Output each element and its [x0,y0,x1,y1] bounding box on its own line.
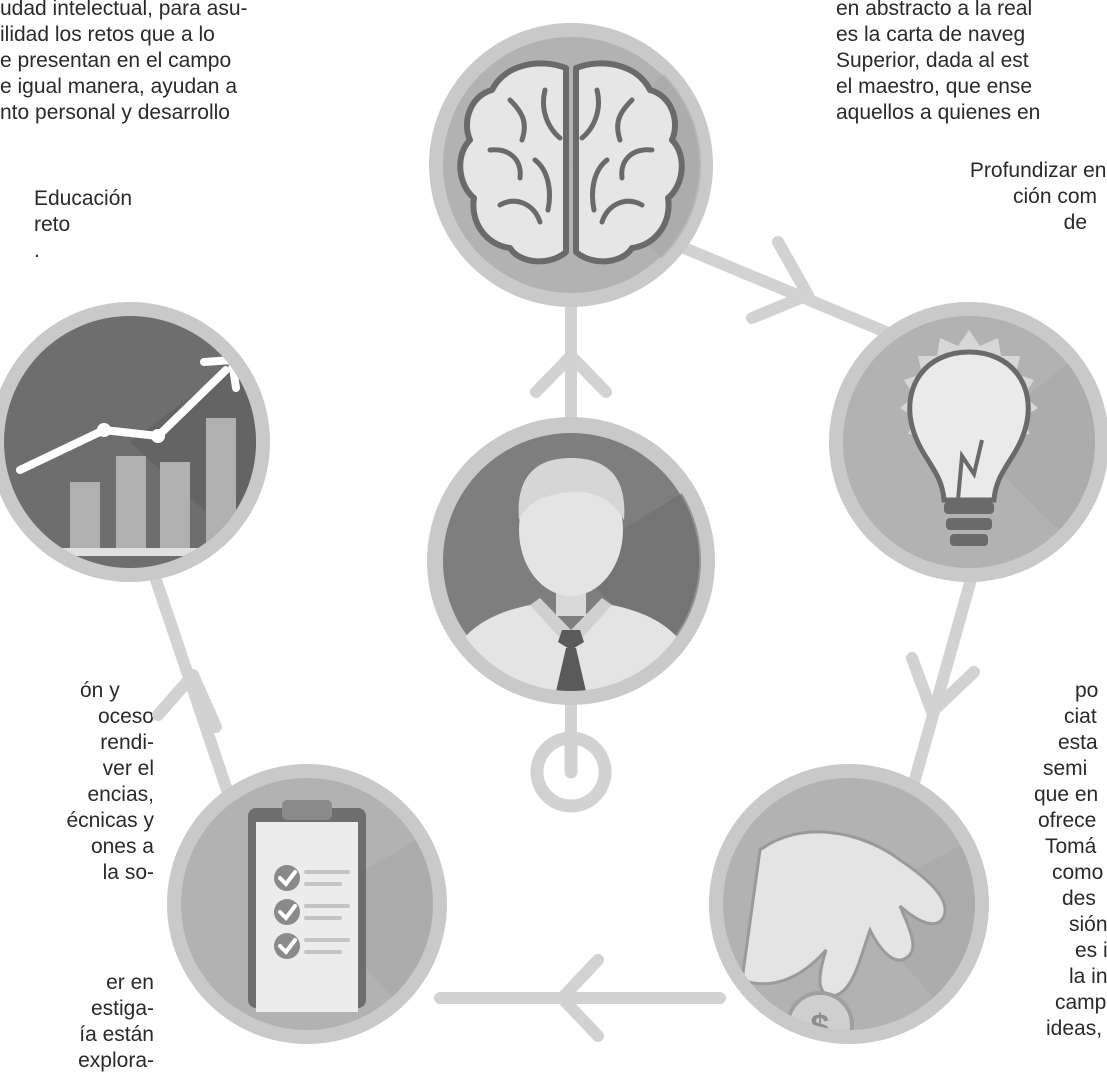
text-line: es in [1075,939,1107,962]
text-line: ver el [102,757,154,780]
text-line: po [1075,679,1099,702]
text-line: semi [1043,757,1088,780]
text-line: ofrece [1038,809,1097,832]
text-line: nto personal y desarrollo [0,101,230,124]
text-line: oceso [97,705,154,728]
text-left-heading: Educación reto . [34,186,132,264]
text-line: ciat [1064,705,1097,728]
brain-icon [457,60,685,265]
text-line: Educación [34,187,133,210]
text-line: la so- [102,861,154,884]
text-line: que en [1034,783,1099,806]
text-line: des [1062,887,1096,910]
clipboard-node [167,764,447,1044]
text-line: udad intelectual, para asu- [0,0,248,20]
lightbulb-node [829,302,1107,582]
growth-chart-node [0,302,270,582]
text-line: estiga- [90,997,154,1020]
arrowheads [152,236,980,1042]
text-line: aquellos a quienes en [836,101,1041,124]
text-line: como [1052,861,1104,884]
text-line: campo [1055,991,1107,1014]
text-line: écnicas y [66,809,154,832]
coin-symbol: $ [811,1008,830,1046]
text-bottom-left: er en estiga- ía están explora- [0,970,154,1074]
lightbulb-icon [900,330,1038,546]
text-line: er en [106,971,154,994]
text-line: ción com [1012,185,1097,208]
text-line: la in [1069,965,1107,988]
text-top-left: udad intelectual, para asu- ilidad los r… [0,0,298,126]
hand-coin-node: $ [709,764,989,1046]
text-line: encias, [87,783,154,806]
text-line: Profundizar en l [969,159,1107,182]
text-line: ía están [79,1023,154,1046]
text-line: explora- [78,1049,154,1072]
text-line: sión [1069,913,1107,936]
text-line: el maestro, que ense [836,75,1033,98]
text-right-heading: Profundizar en l ción com de [970,158,1107,236]
text-line: reto [34,213,71,236]
text-line: de [1063,211,1087,234]
text-line: rendi- [100,731,154,754]
clipboard-checklist-icon [248,800,366,1012]
text-line: e presentan en el campo [0,49,232,72]
text-line: ón y [80,679,120,702]
text-line: Superior, dada al est [836,49,1029,72]
brain-node [429,23,713,307]
text-line: ilidad los retos que a lo [0,23,215,46]
text-top-right: en abstracto a la real es la carta de na… [836,0,1040,126]
text-line: Tomá [1045,835,1097,858]
person-node [427,417,715,705]
text-line: es la carta de naveg [836,23,1026,46]
text-line: esta [1058,731,1098,754]
text-line: en abstracto a la real [836,0,1033,20]
text-line: . [34,239,40,262]
power-icon [530,731,612,813]
text-line: ideas, [1046,1017,1103,1040]
connector-lines [146,234,981,1004]
text-line: ones a [90,835,154,858]
text-mid-left: ón y oceso rendi- ver el encias, écnicas… [0,678,154,886]
text-bottom-right: po ciat esta semi que en ofrece Tomá com… [0,678,1107,1078]
text-line: e igual manera, ayudan a [0,75,237,98]
